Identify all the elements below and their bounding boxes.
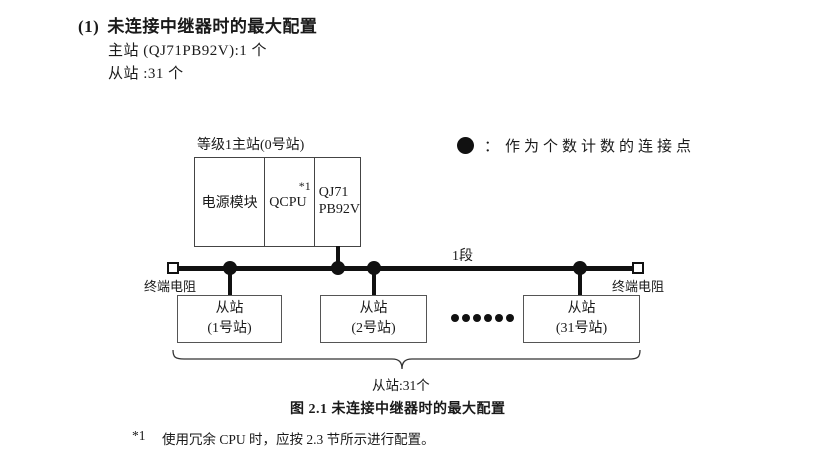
left-terminating-resistor-icon <box>167 262 179 274</box>
slave-station-2-box: 从站 (2号站) <box>320 295 427 343</box>
ellipsis-dot <box>506 314 514 322</box>
slave-station-31-box: 从站 (31号站) <box>523 295 640 343</box>
master-station-box: 电源模块 *1 QCPU QJ71 PB92V <box>194 157 361 247</box>
figure-caption: 图 2.1 未连接中继器时的最大配置 <box>290 402 506 417</box>
left-terminating-resistor-label: 终端电阻 <box>144 279 197 294</box>
network-module-line2: PB92V <box>318 202 360 217</box>
network-module-line1: QJ71 <box>318 185 349 201</box>
slave-station-2-number: (2号站) <box>351 321 396 336</box>
ellipsis-dot <box>473 314 481 322</box>
slave2-drop-line <box>372 268 376 295</box>
bus-segment-line <box>178 266 633 271</box>
right-terminating-resistor-icon <box>632 262 644 274</box>
legend: ： 作为个数计数的连接点 <box>457 135 695 156</box>
master-drop-line <box>336 246 340 268</box>
right-terminating-resistor-label: 终端电阻 <box>612 279 665 294</box>
network-module-cell: QJ71 PB92V <box>315 158 360 246</box>
ellipsis-dot <box>462 314 470 322</box>
slaves-brace <box>172 349 641 370</box>
slaves-brace-label: 从站:31个 <box>372 378 430 393</box>
slave-count-line: 从站 :31 个 <box>108 66 184 82</box>
section-heading-number: (1) <box>78 17 100 36</box>
connection-point-icon <box>457 137 474 154</box>
ellipsis-dots <box>451 314 514 322</box>
ellipsis-dot <box>484 314 492 322</box>
slave1-drop-line <box>228 268 232 295</box>
segment-label: 1段 <box>452 249 473 264</box>
cpu-footnote-marker: *1 <box>298 179 311 193</box>
master-station-label: 等级1主站(0号站) <box>197 138 305 153</box>
cpu-module-cell: *1 QCPU <box>265 158 315 246</box>
slave-station-1-number: (1号站) <box>207 321 252 336</box>
ellipsis-dot <box>451 314 459 322</box>
slave-station-2-title: 从站 <box>359 300 388 316</box>
power-module-cell: 电源模块 <box>195 158 266 246</box>
legend-label: 作为个数计数的连接点 <box>505 139 696 155</box>
master-count-line: 主站 (QJ71PB92V):1 个 <box>108 43 268 59</box>
section-heading: (1) 未连接中继器时的最大配置 <box>78 12 317 37</box>
legend-colon: ： <box>484 139 500 155</box>
cpu-module-label: QCPU <box>269 195 307 210</box>
section-heading-title: 未连接中继器时的最大配置 <box>107 17 318 36</box>
slave-station-31-number: (31号站) <box>555 321 608 336</box>
slave-station-1-title: 从站 <box>215 300 244 316</box>
slave31-drop-line <box>578 268 582 295</box>
footnote-text: 使用冗余 CPU 时，应按 2.3 节所示进行配置。 <box>162 432 435 447</box>
slave-station-31-title: 从站 <box>567 300 596 316</box>
connection-point-dot-master <box>331 261 345 275</box>
ellipsis-dot <box>495 314 503 322</box>
slave-station-1-box: 从站 (1号站) <box>177 295 282 343</box>
footnote-marker: *1 <box>132 428 146 443</box>
